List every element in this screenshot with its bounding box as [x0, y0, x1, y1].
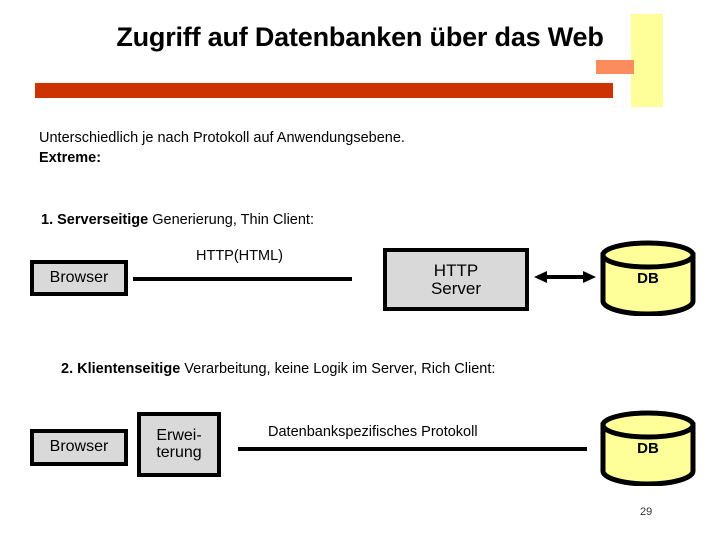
page-title: Zugriff auf Datenbanken über das Web [116, 22, 604, 52]
section-2-heading-rest: Verarbeitung, keine Logik im Server, Ric… [180, 361, 496, 377]
browser-box-1[interactable]: Browser [30, 260, 128, 296]
title-underline-bar [35, 83, 613, 98]
extension-box-label-line-1: Erwei- [156, 426, 202, 444]
database-cylinder-1 [600, 240, 696, 316]
section-1-heading: 1. Serverseitige Generierung, Thin Clien… [41, 212, 314, 228]
decorative-yellow-bar [631, 14, 663, 107]
intro-text-line-1: Unterschiedlich je nach Protokoll auf An… [39, 130, 405, 146]
browser-box-2[interactable]: Browser [30, 429, 128, 466]
http-server-box[interactable]: HTTP Server [383, 248, 529, 311]
http-server-box-label-line-1: HTTP [433, 260, 479, 280]
browser-box-2-label: Browser [49, 438, 109, 456]
intro-text-line-2: Extreme: [39, 150, 102, 166]
database-cylinder-1-label: DB [637, 270, 659, 287]
connector-label-http: HTTP(HTML) [196, 248, 283, 264]
section-2-heading-lead: 2. Klientenseitige [61, 361, 181, 377]
section-1-heading-lead: 1. Serverseitige [41, 212, 149, 228]
http-server-box-label-line-2: Server [430, 278, 482, 298]
double-headed-arrow-icon [534, 271, 596, 283]
page-number: 29 [640, 506, 653, 518]
section-1-heading-rest: Generierung, Thin Client: [148, 212, 314, 228]
connector-label-db-protocol: Datenbankspezifisches Protokoll [268, 424, 478, 440]
http-server-box-label: HTTP Server [430, 260, 482, 298]
database-cylinder-2 [600, 410, 696, 486]
browser-box-1-label: Browser [49, 268, 109, 286]
extension-box-label-line-2: terung [156, 443, 202, 461]
connector-line-extension-to-db [238, 447, 587, 451]
connector-line-browser-to-server [133, 277, 352, 281]
section-2-heading: 2. Klientenseitige Verarbeitung, keine L… [61, 361, 495, 377]
decorative-orange-bar [596, 60, 634, 74]
extension-box[interactable]: Erwei- terung [137, 412, 221, 477]
extension-box-label: Erwei- terung [156, 426, 202, 462]
database-cylinder-2-label: DB [637, 440, 659, 457]
